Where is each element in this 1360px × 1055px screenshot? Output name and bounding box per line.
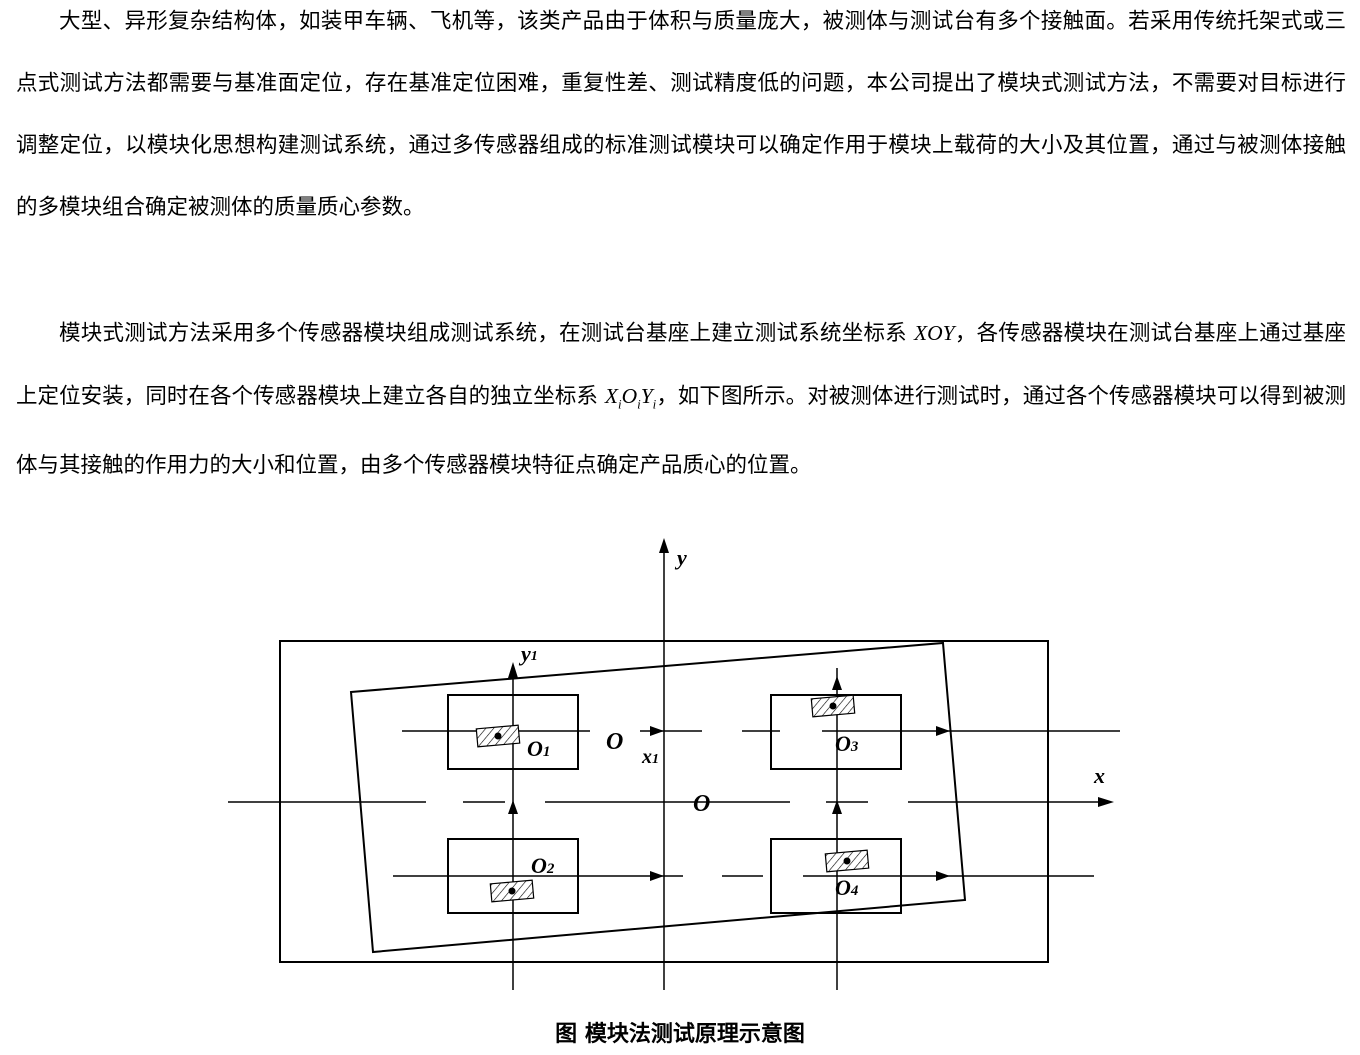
label-origin-center: O	[693, 791, 710, 817]
arrowhead-upper-right	[936, 726, 950, 736]
paragraph-intro: 大型、异形复杂结构体，如装甲车辆、飞机等，该类产品由于体积与质量庞大，被测体与测…	[16, 9, 1346, 220]
paragraph-method-part-b: ，各传感器模块在测试台基座上通过基座上定位安装，同时在各个传感器模块上建立各自的…	[16, 321, 1346, 409]
feature-point-3	[829, 702, 837, 710]
sensor-module-4	[770, 838, 902, 914]
arrowhead-lower-right	[936, 871, 950, 881]
paragraph-method-part-c: ，如下图所示。对被测体进行测试时，通过各个传感器模块可以得到被测体与其接触的作用…	[16, 384, 1346, 479]
label-O3: O3	[835, 731, 859, 756]
coord-system-xoy: XOY	[914, 321, 955, 345]
feature-point-4	[843, 857, 851, 865]
label-O4: O4	[835, 875, 859, 900]
y1-axis-arrowhead	[508, 662, 518, 678]
label-y-axis: y	[674, 545, 687, 570]
label-y1-axis: y1	[518, 641, 538, 666]
figure-caption: 图 模块法测试原理示意图	[555, 1021, 805, 1047]
arrowhead-lower-center	[650, 871, 664, 881]
arrowhead-right-lower	[832, 800, 842, 814]
label-O2: O2	[531, 853, 555, 878]
arrowhead-right-upper	[832, 676, 842, 690]
sensor-module-1	[447, 694, 579, 770]
module-test-principle-diagram: y x y1 x1 O O O1 O2 O3 O4	[228, 538, 1120, 990]
sensor-module-3	[770, 694, 902, 770]
paragraph-method: 模块式测试方法采用多个传感器模块组成测试系统，在测试台基座上建立测试系统坐标系 …	[16, 302, 1346, 497]
arrowhead-left-lower	[508, 800, 518, 814]
label-x-axis: x	[1093, 763, 1105, 788]
y-axis	[659, 538, 669, 990]
label-x1-axis: x1	[641, 746, 659, 768]
x1-axis-arrowhead	[650, 726, 664, 736]
tilted-test-object-outline	[349, 641, 967, 954]
feature-point-1	[494, 732, 502, 740]
coord-system-xioiyi: XiOiYi	[604, 384, 657, 412]
paragraph-method-part-a: 模块式测试方法采用多个传感器模块组成测试系统，在测试台基座上建立测试系统坐标系	[59, 321, 915, 346]
label-origin-upper: O	[606, 729, 623, 755]
x-axis-arrowhead	[1098, 797, 1114, 807]
feature-point-2	[508, 887, 516, 895]
sensor-module-2	[447, 838, 579, 914]
label-O1: O1	[527, 736, 550, 761]
